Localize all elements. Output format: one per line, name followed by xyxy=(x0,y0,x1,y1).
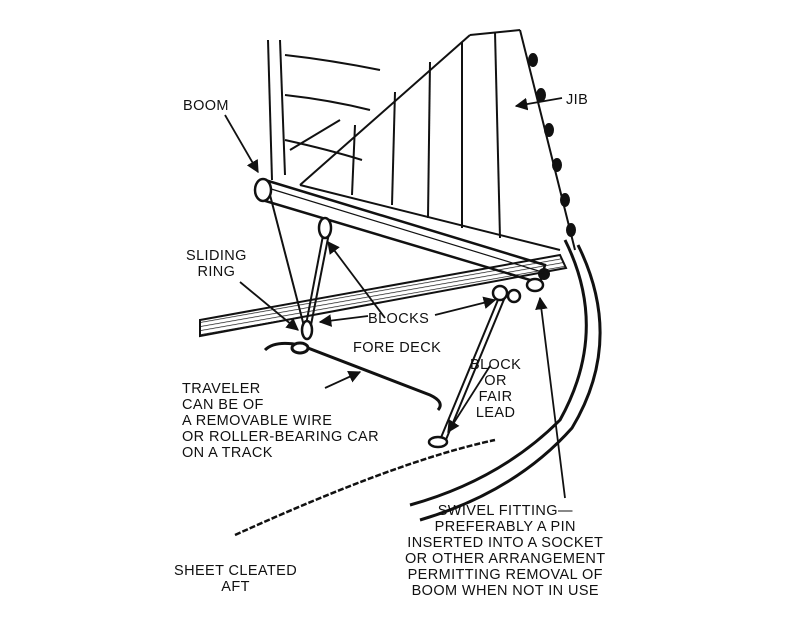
mainsail xyxy=(267,39,381,181)
fore-deck-edge xyxy=(199,253,568,338)
label-jib: JIB xyxy=(566,92,589,108)
label-sliding-ring: SLIDING RING xyxy=(186,248,247,280)
jib-sail xyxy=(299,29,576,251)
hull-bow xyxy=(409,239,602,522)
blocks-hardware xyxy=(300,216,545,449)
label-traveler: TRAVELER CAN BE OF A REMOVABLE WIRE OR R… xyxy=(182,381,379,461)
label-sheet-cleated-aft: SHEET CLEATED AFT xyxy=(174,563,298,595)
leader-arrows xyxy=(224,97,566,499)
sheets xyxy=(269,194,506,443)
jib-hanks xyxy=(528,53,576,237)
deck-sheer xyxy=(234,438,496,537)
label-blocks: BLOCKS xyxy=(368,311,430,327)
traveler-bar xyxy=(263,341,442,411)
label-block-or-fair-lead: BLOCK OR FAIR LEAD xyxy=(470,357,522,421)
label-swivel-fitting: SWIVEL FITTING— PREFERABLY A PIN INSERTE… xyxy=(405,503,606,599)
label-boom: BOOM xyxy=(183,98,229,114)
label-fore-deck: FORE DECK xyxy=(353,340,442,356)
